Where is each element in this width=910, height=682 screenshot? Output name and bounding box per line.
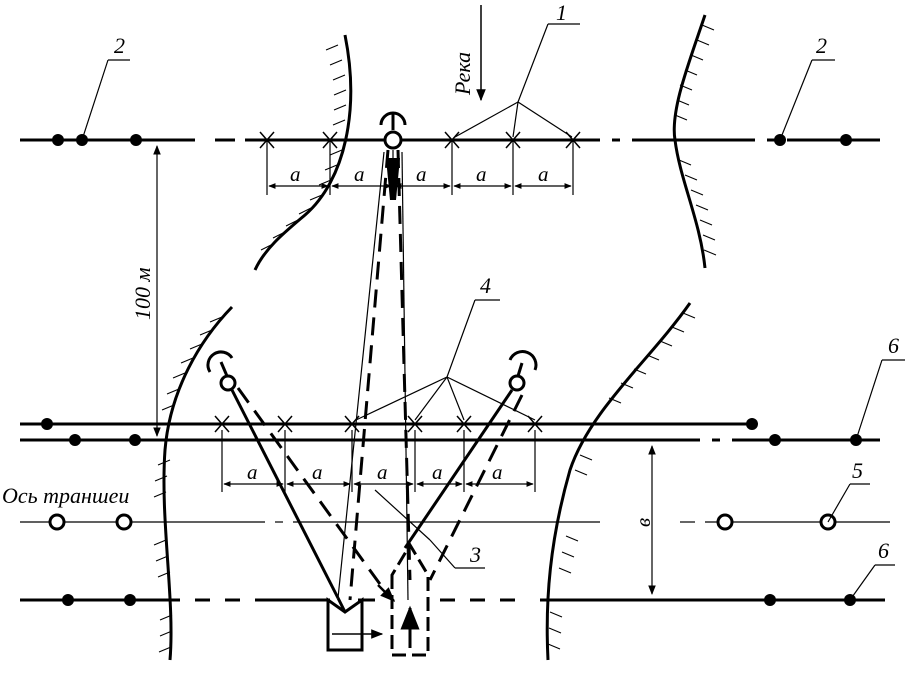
spacing-label: а (432, 460, 443, 484)
callout-3: 3 (469, 542, 481, 567)
spacing-label: а (354, 162, 365, 186)
callout-4: 4 (480, 273, 491, 298)
spacing-label: а (538, 162, 549, 186)
left-dredger (328, 600, 362, 650)
dashed-sight-lines (238, 150, 522, 600)
distance-label: 100 м (130, 267, 155, 320)
top-instrument-icon (381, 113, 405, 148)
callout-5: 5 (852, 458, 863, 483)
upper-left-bank (255, 35, 351, 270)
lower-line-benchmarks (41, 418, 862, 446)
spacing-label: а (312, 460, 323, 484)
callout-4-leaders (356, 300, 535, 420)
lower-right-instrument-icon (510, 352, 536, 390)
spacing-label: а (492, 460, 503, 484)
spacing-label: а (377, 460, 388, 484)
callout-6-bottom: 6 (878, 538, 889, 563)
spacing-label: а (247, 460, 258, 484)
callout-6-top: 6 (888, 333, 899, 358)
river-label: Река (450, 52, 475, 96)
lower-right-bank (547, 303, 695, 660)
lower-left-instrument-icon (208, 352, 235, 390)
spacing-label: а (416, 162, 427, 186)
callout-2-left: 2 (114, 33, 125, 58)
lower-left-bank (154, 307, 232, 660)
callout-2-right: 2 (816, 33, 827, 58)
spacing-label: а (476, 162, 487, 186)
callout-1: 1 (556, 0, 567, 25)
width-label: в (631, 518, 655, 527)
spacing-label: а (290, 162, 301, 186)
trench-axis-label: Ось траншеи (2, 483, 129, 508)
